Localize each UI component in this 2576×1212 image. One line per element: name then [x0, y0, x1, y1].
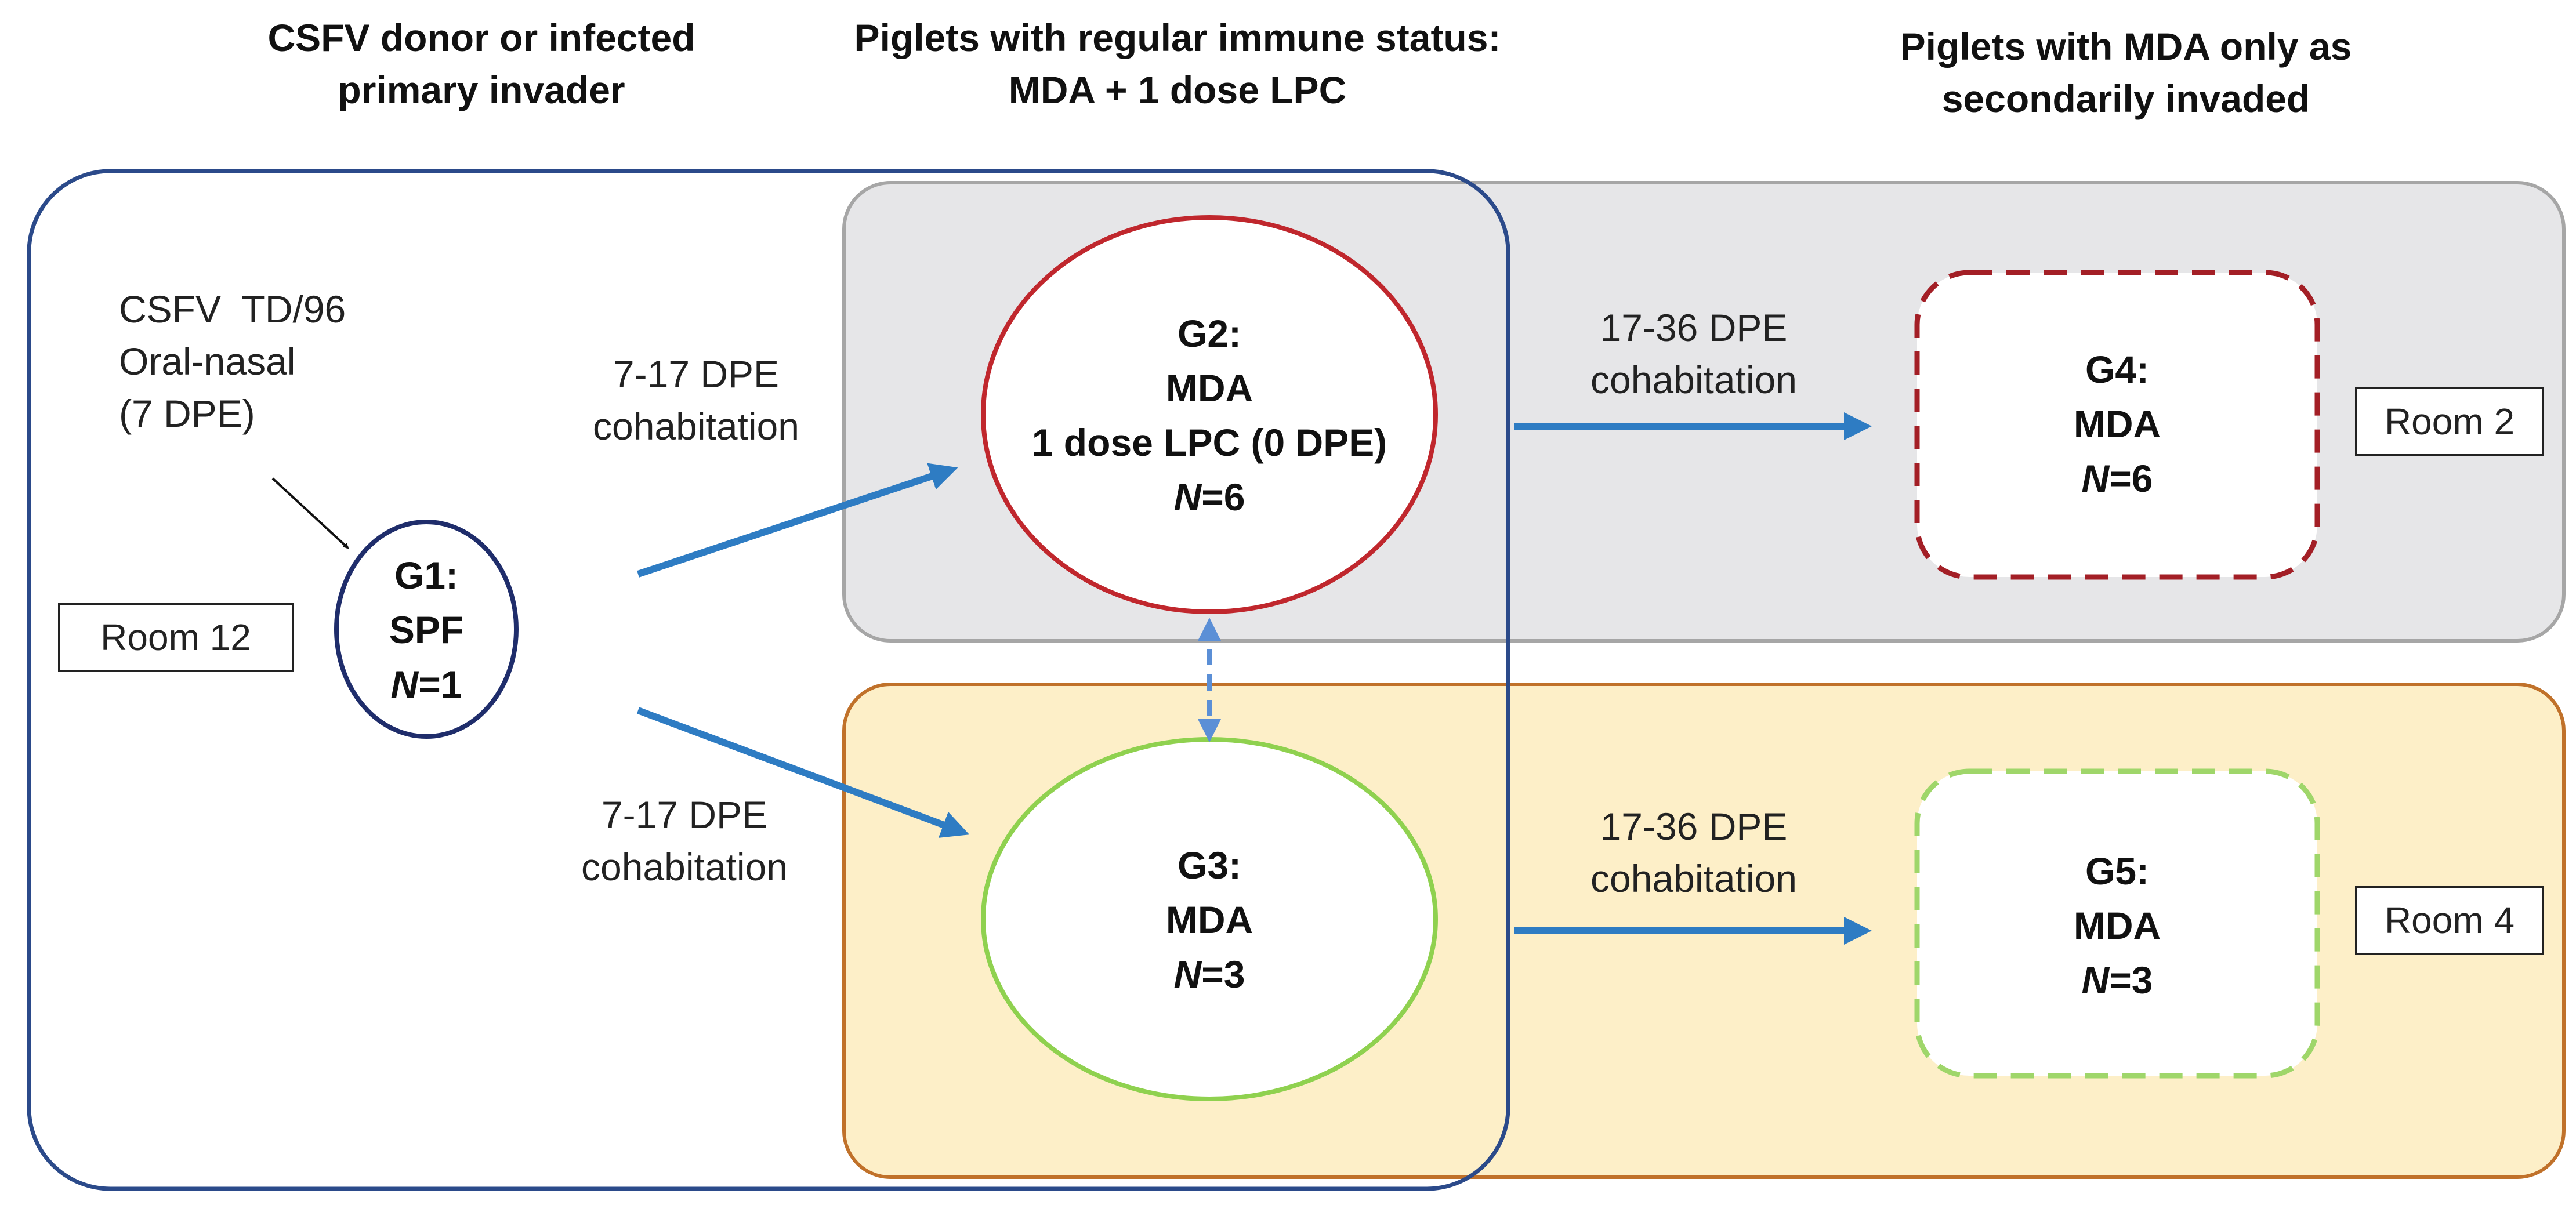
g1-status: SPF	[389, 608, 464, 651]
inoculation-strain: CSFV TD/96	[119, 288, 346, 331]
inoculation-arrow	[271, 477, 349, 549]
g3-name: G3:	[1177, 844, 1242, 887]
room12-label: Room 12	[58, 603, 294, 672]
header-col2-line2: MDA + 1 dose LPC	[1008, 68, 1347, 111]
g2-node-shape	[981, 215, 1438, 614]
label-g1-g3: 7-17 DPE cohabitation	[522, 789, 847, 893]
g3-count: N=3	[1064, 947, 1354, 1001]
g1-count: N=1	[339, 657, 513, 712]
g5-count: N=3	[1972, 953, 2262, 1007]
g1-name: G1:	[394, 554, 459, 597]
header-col1: CSFV donor or infected primary invader	[104, 12, 858, 116]
label-g1-g2-days: 7-17 DPE	[613, 353, 780, 395]
g2-treatment: 1 dose LPC (0 DPE)	[1031, 421, 1387, 464]
g4-count: N=6	[1972, 451, 2262, 506]
header-col3-line1: Piglets with MDA only as	[1900, 25, 2352, 68]
label-g1-g2: 7-17 DPE cohabitation	[534, 348, 858, 452]
label-g1-g3-days: 7-17 DPE	[601, 793, 768, 836]
g2-n-value: =6	[1201, 476, 1245, 518]
g2-name: G2:	[1177, 312, 1242, 355]
label-g2-g4-days: 17-36 DPE	[1600, 306, 1788, 349]
g4-status: MDA	[2073, 402, 2161, 445]
g2-count: N=6	[1006, 470, 1412, 524]
g3-n-label: N	[1173, 953, 1202, 996]
g5-n-label: N	[2081, 959, 2110, 1001]
g5-node: G5: MDA N=3	[1972, 844, 2262, 1007]
header-col3: Piglets with MDA only as secondarily inv…	[1792, 20, 2459, 125]
room2-label: Room 2	[2355, 387, 2544, 456]
label-g2-g4-type: cohabitation	[1590, 358, 1797, 401]
inoculation-route: Oral-nasal	[119, 340, 296, 383]
header-col3-line2: secondarily invaded	[1941, 77, 2310, 120]
g5-node-shape	[1914, 768, 2320, 1079]
g4-node: G4: MDA N=6	[1972, 342, 2262, 506]
header-col1-line2: primary invader	[338, 68, 625, 111]
room12-region	[27, 169, 1510, 1191]
g4-name: G4:	[2085, 348, 2150, 391]
g4-node-shape	[1914, 270, 2320, 580]
header-col1-line1: CSFV donor or infected	[267, 16, 695, 59]
label-g1-g2-type: cohabitation	[593, 405, 799, 448]
g2-node: G2: MDA 1 dose LPC (0 DPE) N=6	[1006, 306, 1412, 524]
g3-node: G3: MDA N=3	[1064, 838, 1354, 1001]
label-g1-g3-type: cohabitation	[581, 846, 788, 888]
g4-n-value: =6	[2109, 457, 2153, 500]
inoculation-day: (7 DPE)	[119, 392, 255, 435]
label-g3-g5: 17-36 DPE cohabitation	[1520, 800, 1868, 905]
g3-status: MDA	[1165, 898, 1253, 941]
g2-status: MDA	[1165, 366, 1253, 409]
g5-status: MDA	[2073, 904, 2161, 947]
room4-label: Room 4	[2355, 886, 2544, 955]
header-col2-line1: Piglets with regular immune status:	[854, 16, 1501, 59]
g3-n-value: =3	[1201, 953, 1245, 996]
g5-name: G5:	[2085, 850, 2150, 892]
header-col2: Piglets with regular immune status: MDA …	[742, 12, 1613, 116]
label-g2-g4: 17-36 DPE cohabitation	[1520, 302, 1868, 406]
g1-node-shape	[334, 520, 519, 739]
inoculation-label: CSFV TD/96 Oral-nasal (7 DPE)	[119, 283, 421, 440]
arrow-g1-to-g2	[637, 463, 958, 578]
g2-n-label: N	[1173, 476, 1202, 518]
g1-n-value: =1	[418, 663, 462, 706]
g4-n-label: N	[2081, 457, 2110, 500]
arrow-g1-to-g3	[636, 707, 970, 838]
g5-n-value: =3	[2109, 959, 2153, 1001]
label-g3-g5-days: 17-36 DPE	[1600, 805, 1788, 848]
label-g3-g5-type: cohabitation	[1590, 857, 1797, 900]
g1-n-label: N	[390, 663, 419, 706]
g1-node: G1: SPF N=1	[339, 548, 513, 712]
